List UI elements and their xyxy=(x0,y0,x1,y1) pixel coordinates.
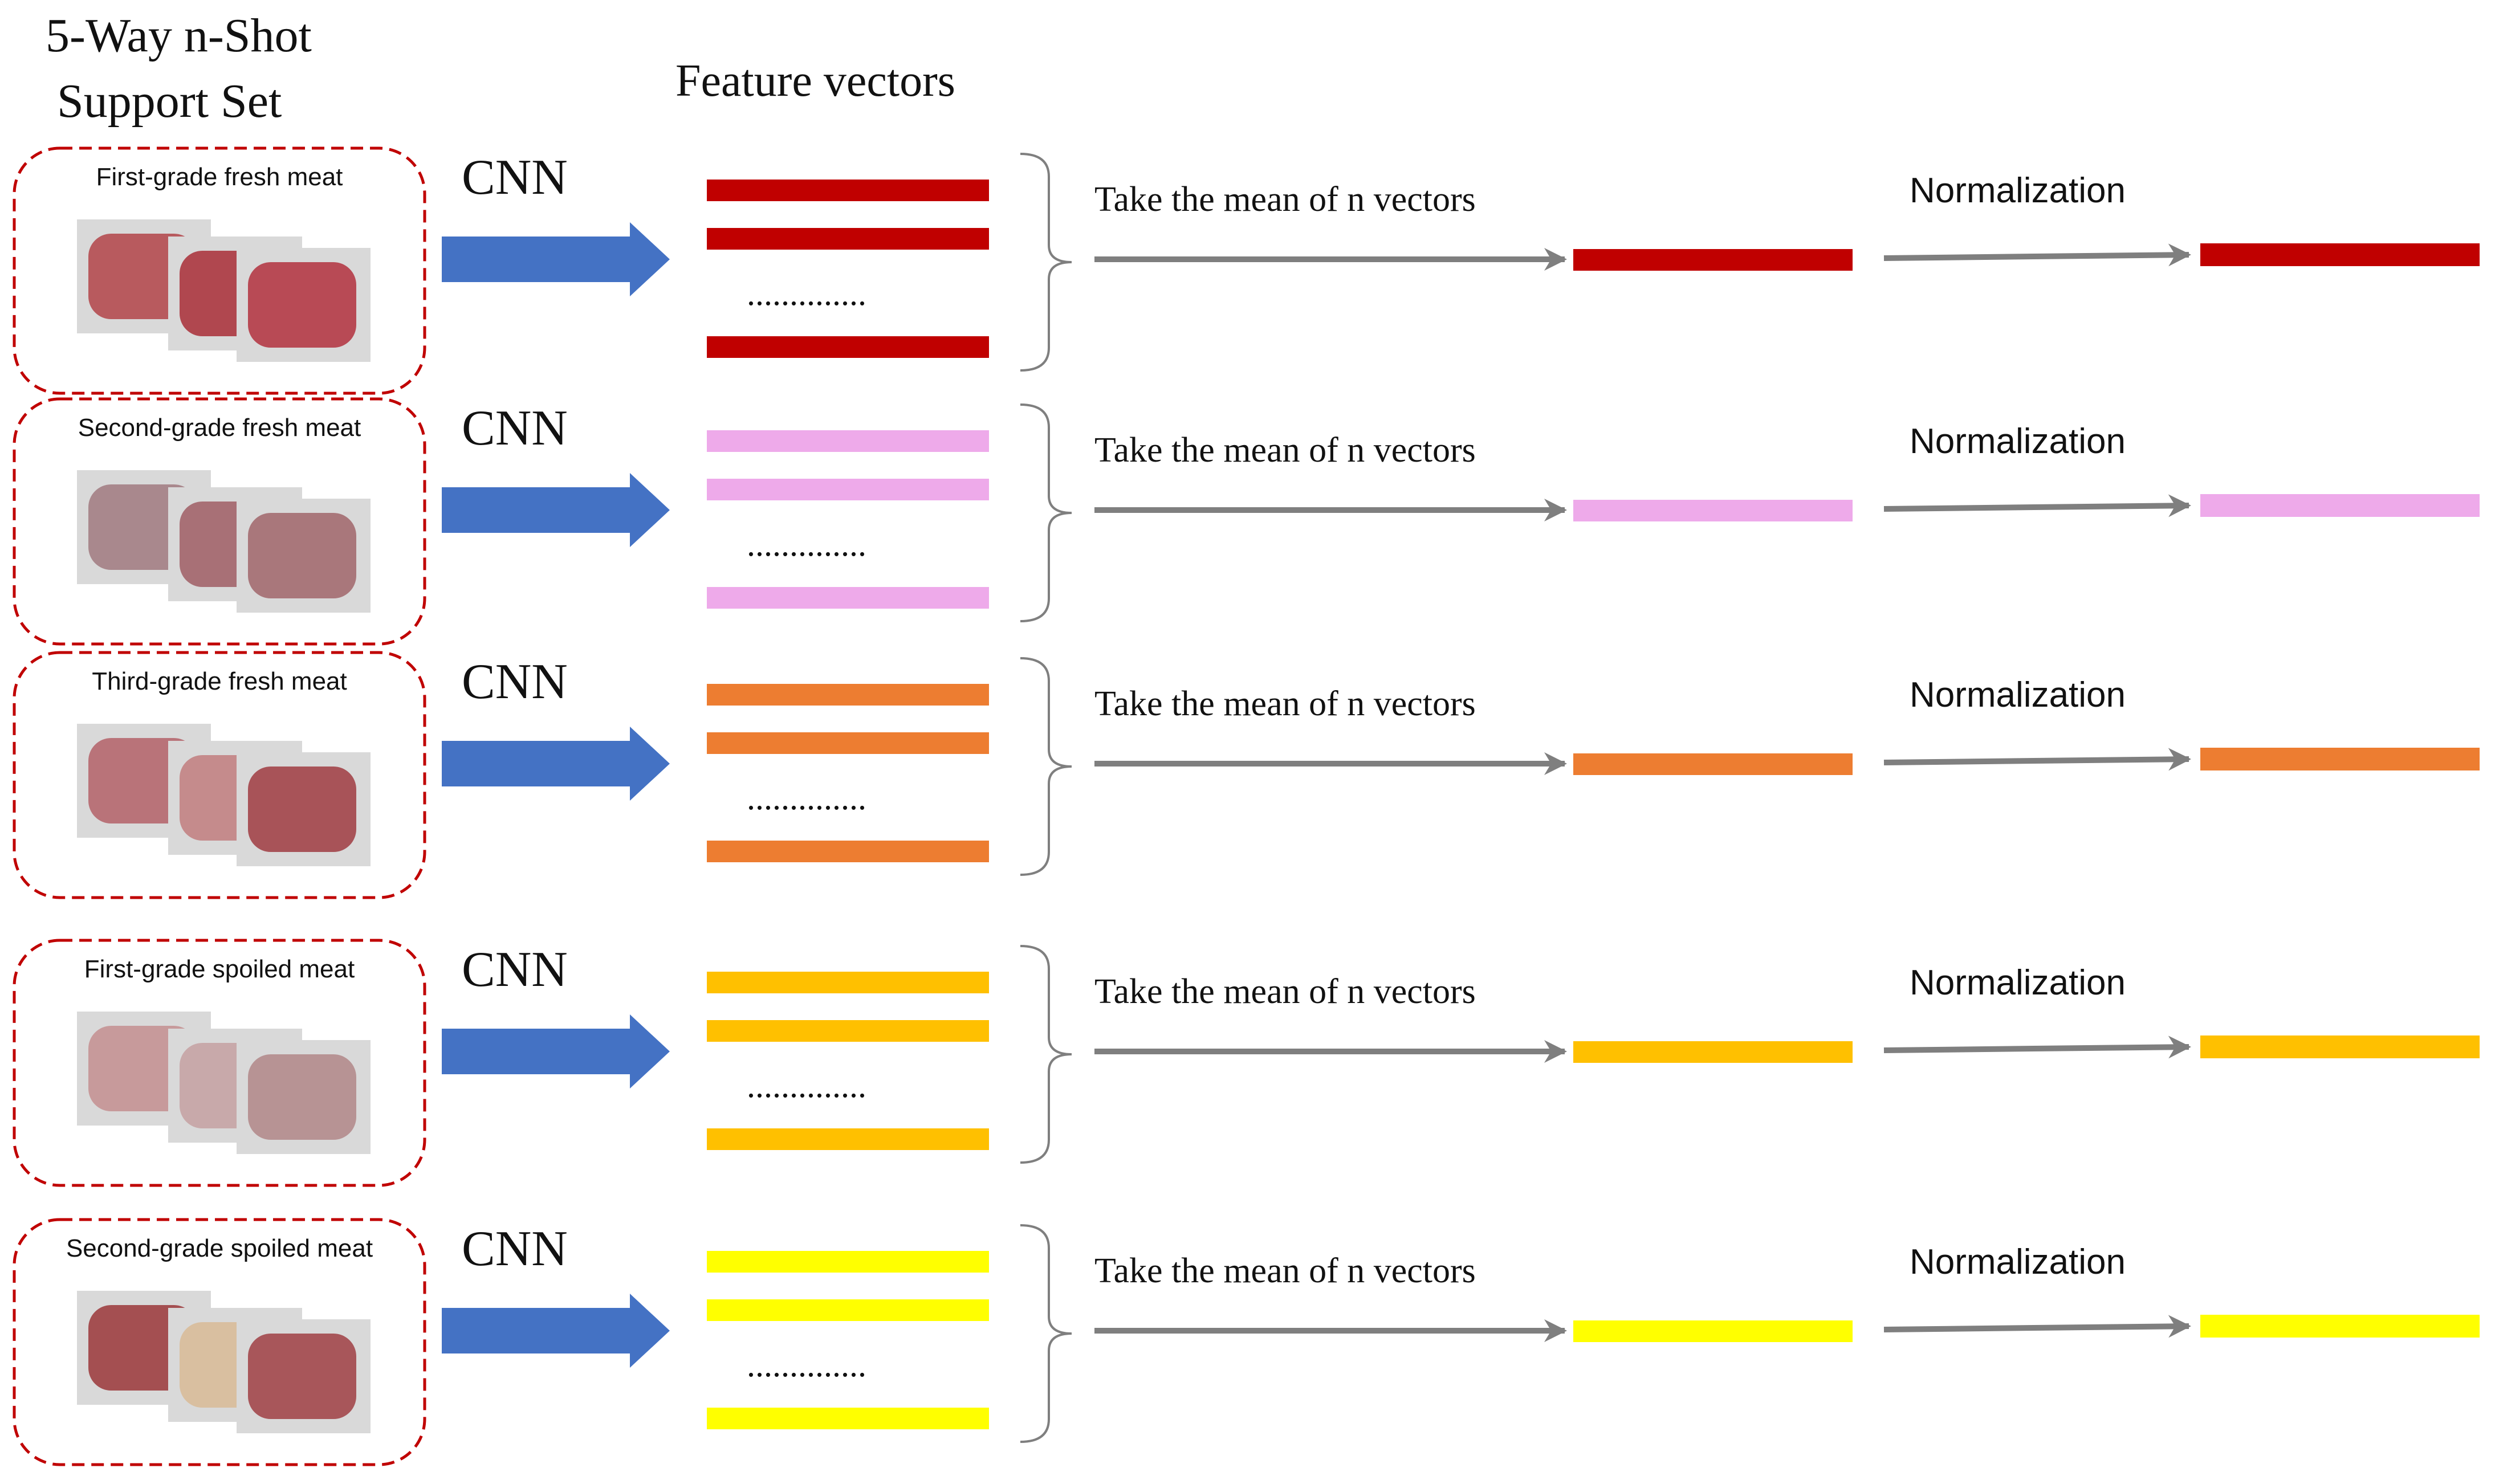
mean-label: Take the mean of n vectors xyxy=(1094,972,1476,1011)
normalized-vector-bar xyxy=(2200,748,2480,770)
cnn-label: CNN xyxy=(462,1221,568,1277)
normalization-arrow xyxy=(1883,494,2191,517)
support-group-box xyxy=(13,651,426,899)
meat-photo xyxy=(248,262,356,348)
normalization-label: Normalization xyxy=(1910,963,2126,1002)
feature-vector-bar xyxy=(707,587,989,609)
grouping-bracket xyxy=(1020,657,1072,876)
mean-label: Take the mean of n vectors xyxy=(1094,431,1476,470)
normalization-label: Normalization xyxy=(1910,675,2126,715)
class-label: First-grade spoiled meat xyxy=(84,955,355,983)
support-group-box xyxy=(13,939,426,1187)
mean-vector-bar xyxy=(1573,500,1853,521)
normalized-vector-bar xyxy=(2200,494,2480,517)
mean-label: Take the mean of n vectors xyxy=(1094,1251,1476,1290)
class-label: Second-grade fresh meat xyxy=(78,414,361,442)
normalization-arrow xyxy=(1883,1035,2191,1059)
normalization-label: Normalization xyxy=(1910,1242,2126,1282)
support-set-title-line1: 5-Way n-Shot xyxy=(46,9,312,62)
cnn-arrow xyxy=(442,222,670,296)
normalized-vector-bar xyxy=(2200,1035,2480,1058)
mean-vector-bar xyxy=(1573,1041,1853,1063)
support-group-box xyxy=(13,397,426,646)
ellipsis-dots: .............. xyxy=(747,1067,866,1104)
support-set-title-line2: Support Set xyxy=(57,75,282,128)
mean-label: Take the mean of n vectors xyxy=(1094,180,1476,219)
cnn-label: CNN xyxy=(462,942,568,997)
normalization-label: Normalization xyxy=(1910,422,2126,461)
feature-vector-bar xyxy=(707,180,989,201)
mean-vector-bar xyxy=(1573,1320,1853,1342)
ellipsis-dots: .............. xyxy=(747,1346,866,1384)
support-group-box xyxy=(13,1218,426,1466)
class-row-first-grade-spoiled: First-grade spoiled meat CNN.............… xyxy=(13,939,2480,1187)
normalization-arrow xyxy=(1883,1315,2191,1338)
cnn-label: CNN xyxy=(462,654,568,710)
meat-photo xyxy=(248,767,356,852)
mean-vector-bar xyxy=(1573,249,1853,271)
class-label: Third-grade fresh meat xyxy=(92,667,347,695)
cnn-label: CNN xyxy=(462,401,568,456)
class-row-third-grade-fresh: Third-grade fresh meat CNN.............. T… xyxy=(13,651,2480,899)
feature-vector-bar xyxy=(707,1299,989,1321)
feature-vector-bar xyxy=(707,1408,989,1429)
feature-vector-bar xyxy=(707,1128,989,1150)
cnn-arrow xyxy=(442,1014,670,1088)
feature-vector-bar xyxy=(707,479,989,500)
feature-vector-bar xyxy=(707,336,989,358)
cnn-arrow xyxy=(442,727,670,801)
ellipsis-dots: .............. xyxy=(747,525,866,563)
feature-vector-bar xyxy=(707,228,989,250)
normalized-vector-bar xyxy=(2200,243,2480,266)
feature-vector-bar xyxy=(707,732,989,754)
class-label: Second-grade spoiled meat xyxy=(66,1234,373,1262)
class-label: First-grade fresh meat xyxy=(96,163,343,191)
meat-photo xyxy=(248,1334,356,1419)
meat-photo xyxy=(248,513,356,598)
normalized-vector-bar xyxy=(2200,1315,2480,1338)
ellipsis-dots: .............. xyxy=(747,275,866,312)
class-row-second-grade-fresh: Second-grade fresh meat CNN..............… xyxy=(13,397,2480,646)
feature-vectors-title: Feature vectors xyxy=(675,56,955,106)
cnn-arrow xyxy=(442,473,670,547)
support-group-box xyxy=(13,146,426,395)
grouping-bracket xyxy=(1020,945,1072,1164)
cnn-arrow xyxy=(442,1294,670,1368)
mean-label: Take the mean of n vectors xyxy=(1094,684,1476,723)
normalization-label: Normalization xyxy=(1910,171,2126,210)
class-row-first-grade-fresh: First-grade fresh meat CNN.............. T… xyxy=(13,146,2480,395)
feature-vector-bar xyxy=(707,430,989,452)
mean-vector-bar xyxy=(1573,753,1853,775)
class-row-second-grade-spoiled: Second-grade spoiled meat CNN............… xyxy=(13,1218,2480,1466)
feature-vector-bar xyxy=(707,972,989,993)
grouping-bracket xyxy=(1020,1224,1072,1443)
normalization-arrow xyxy=(1883,748,2191,771)
feature-vector-bar xyxy=(707,1020,989,1042)
grouping-bracket xyxy=(1020,403,1072,622)
normalization-arrow xyxy=(1883,243,2191,267)
feature-vector-bar xyxy=(707,684,989,706)
cnn-label: CNN xyxy=(462,150,568,205)
ellipsis-dots: .............. xyxy=(747,779,866,817)
meat-photo xyxy=(248,1054,356,1140)
feature-vector-bar xyxy=(707,1251,989,1273)
grouping-bracket xyxy=(1020,153,1072,372)
feature-vector-bar xyxy=(707,841,989,862)
